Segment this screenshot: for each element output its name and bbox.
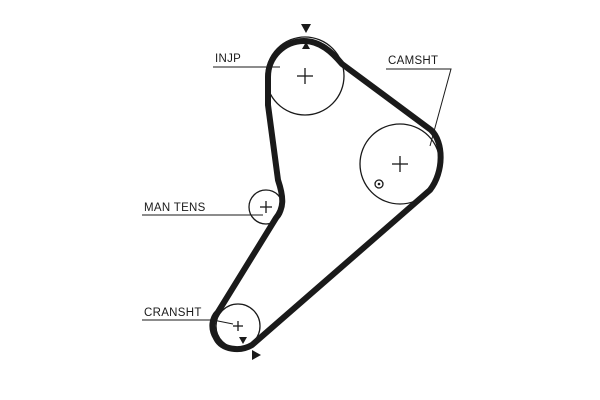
cransht-label: CRANSHT [144, 307, 202, 319]
camsht-leader-line [386, 68, 452, 147]
injp-timing-mark-outer [301, 24, 311, 33]
camshaft-timing-dot-icon [374, 179, 384, 189]
camsht-label: CAMSHT [388, 55, 439, 67]
crank-timing-mark-outer [252, 350, 261, 360]
tensioner-pulley [248, 189, 284, 225]
crank-timing-mark-inner [239, 337, 247, 344]
injp-label: INJP [215, 53, 242, 65]
injp-timing-mark-inner [302, 42, 310, 49]
cransht-leader-line [142, 319, 234, 325]
crankshaft-pulley [215, 303, 261, 349]
timing-belt [209, 38, 444, 353]
man-tens-label: MAN TENS [144, 202, 206, 214]
injection-pump-pulley [265, 36, 345, 116]
camshaft-pulley [359, 123, 441, 205]
